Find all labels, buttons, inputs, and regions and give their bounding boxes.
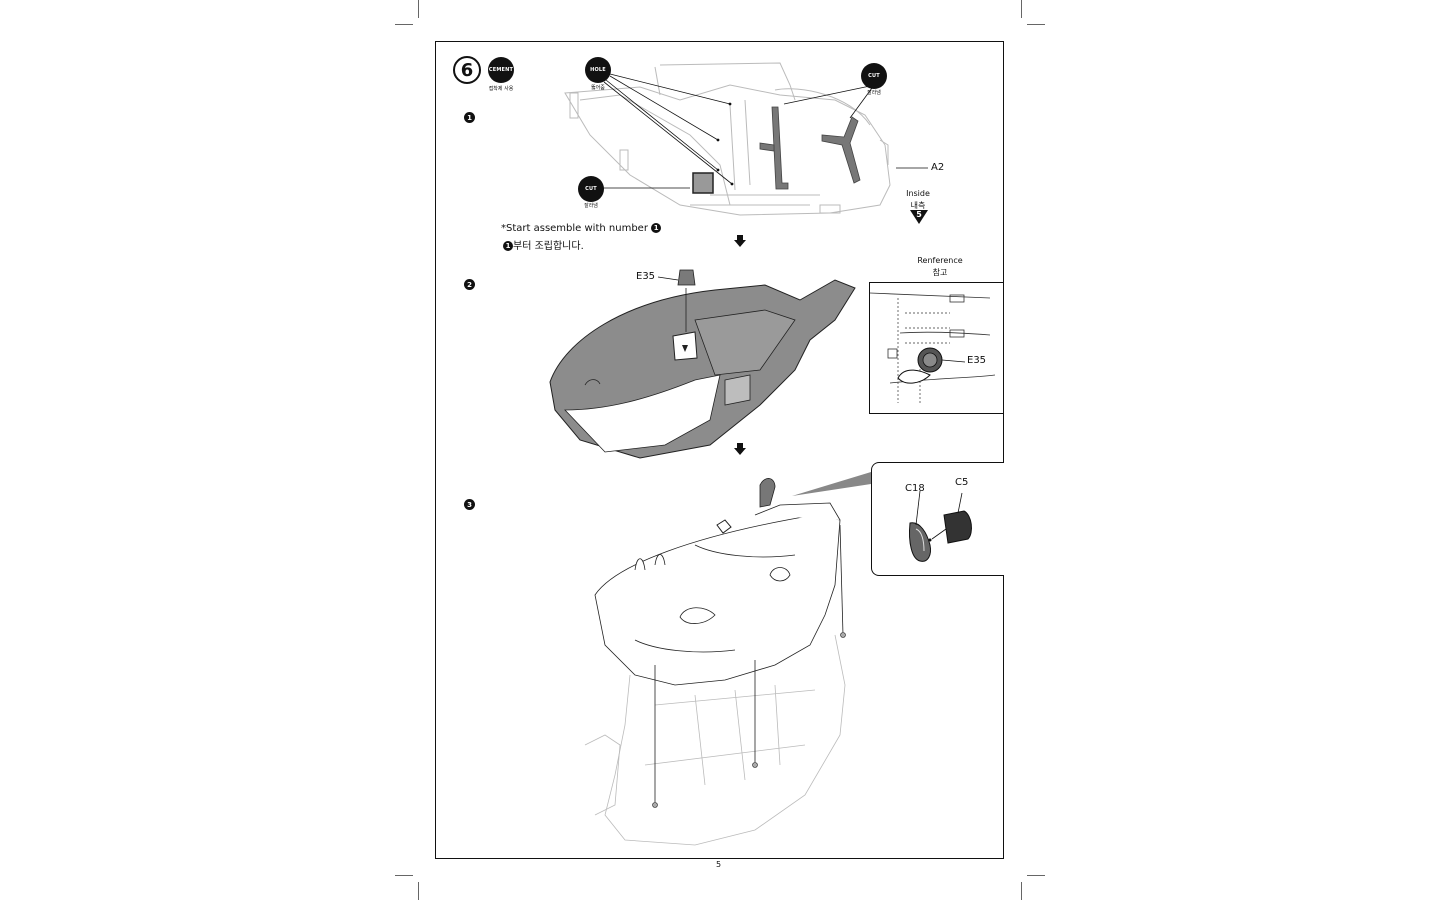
inside-triangle-icon (910, 210, 928, 224)
substep-3-marker: 3 (464, 499, 475, 510)
crop-mark (1027, 24, 1045, 25)
reference-part-e35: E35 (967, 355, 987, 366)
cement-note: 접착제 사용 (488, 86, 514, 92)
part-label-e35: E35 (636, 271, 656, 282)
part-label-c5: C5 (955, 477, 969, 488)
inside-ref: 5 (916, 210, 922, 219)
inside-label: Inside (906, 189, 930, 198)
crop-mark (418, 0, 419, 18)
crop-mark (1021, 882, 1022, 900)
substep-2-marker: 2 (464, 279, 475, 290)
crop-mark (1027, 875, 1045, 876)
flow-arrow-down (734, 235, 746, 247)
inside-note: 내측 (910, 201, 926, 210)
start-note-en: *Start assemble with number 1 (501, 223, 662, 234)
page-number: 5 (716, 860, 722, 869)
instruction-frame (435, 41, 1004, 859)
flow-arrow-down (734, 443, 746, 455)
part-label-c18: C18 (905, 483, 925, 494)
cut-icon: CUT (861, 63, 887, 89)
substep-1-marker: 1 (464, 112, 475, 123)
crop-mark (418, 882, 419, 900)
cut-note: 잘라냄 (584, 203, 598, 209)
reference-inset (869, 282, 1004, 414)
reference-detail-drawing (870, 292, 996, 403)
crop-mark (1021, 0, 1022, 18)
part-label-a2: A2 (931, 162, 945, 173)
hole-note: 뚫어줌 (591, 85, 605, 91)
start-note-en-ref: 1 (651, 223, 662, 233)
fuselage-gray-drawing (549, 269, 856, 459)
hole-icon: HOLE (585, 57, 611, 83)
step-number: 6 (453, 56, 481, 84)
fuselage-half-drawing (564, 62, 891, 216)
crop-mark (395, 24, 413, 25)
cement-icon: CEMENT (488, 57, 514, 83)
detail-inset (871, 462, 1004, 576)
assembled-nose-drawing (584, 478, 846, 846)
cut-note: 잘라냄 (867, 90, 881, 96)
reference-note: 참고 (932, 268, 948, 277)
crop-mark (395, 875, 413, 876)
start-note-ko-ref: 1 (503, 241, 513, 251)
cut-icon: CUT (578, 176, 604, 202)
c18-c5-detail-drawing (909, 490, 972, 562)
reference-label: Renference (917, 256, 963, 265)
